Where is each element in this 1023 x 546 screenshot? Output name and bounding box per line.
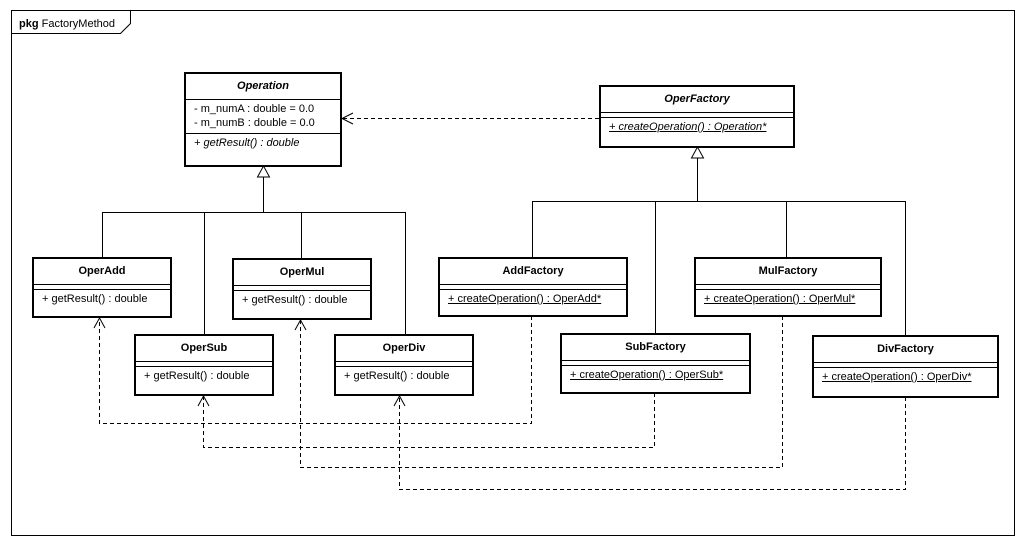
attributes-compartment: - m_numA : double = 0.0 - m_numB : doubl… (186, 99, 340, 133)
attributes-compartment (814, 362, 997, 367)
class-operadd[interactable]: OperAdd + getResult() : double (32, 257, 172, 318)
operations-compartment: + getResult() : double (234, 290, 370, 310)
operations-compartment: + createOperation() : OperMul* (696, 289, 880, 309)
class-operdiv[interactable]: OperDiv + getResult() : double (334, 334, 474, 396)
class-name: SubFactory (625, 341, 686, 353)
attributes-compartment (336, 361, 472, 366)
operation: + createOperation() : OperMul* (704, 293, 856, 305)
operation: + createOperation() : OperDiv* (822, 371, 972, 383)
dependency-mulfactory-to-opermul (294, 316, 783, 468)
package-label: pkg FactoryMethod (19, 17, 115, 31)
attributes-compartment (136, 361, 272, 366)
operation: + createOperation() : OperAdd* (448, 293, 602, 305)
class-opersub[interactable]: OperSub + getResult() : double (134, 334, 274, 396)
class-operfactory[interactable]: OperFactory + createOperation() : Operat… (599, 85, 795, 148)
class-operation[interactable]: Operation - m_numA : double = 0.0 - m_nu… (184, 72, 342, 167)
operations-compartment: + createOperation() : Operation* (601, 117, 793, 137)
class-name: OperFactory (664, 93, 730, 105)
operations-compartment: + createOperation() : OperDiv* (814, 367, 997, 387)
operations-compartment: + getResult() : double (136, 366, 272, 386)
package-keyword: pkg (19, 18, 39, 30)
operation: + getResult() : double (344, 370, 450, 382)
package-frame (11, 10, 1015, 536)
attribute: - m_numA : double = 0.0 (194, 103, 315, 115)
operations-compartment: + getResult() : double (336, 366, 472, 386)
generalization-factory-to-operfactory (532, 158, 906, 336)
operation: + getResult() : double (242, 294, 348, 306)
class-name: OperDiv (382, 342, 426, 354)
operation: + getResult() : double (42, 293, 148, 305)
class-divfactory[interactable]: DivFactory + createOperation() : OperDiv… (812, 335, 999, 398)
generalization-arrowhead-operation (256, 164, 271, 178)
generalization-oper-to-operation (102, 177, 406, 335)
package-name: FactoryMethod (41, 18, 115, 30)
dependency-addfactory-to-operadd (93, 316, 532, 424)
operations-compartment: + getResult() : double (34, 289, 170, 309)
operation: + createOperation() : Operation* (609, 121, 767, 133)
class-name: DivFactory (877, 343, 934, 355)
operations-compartment: + getResult() : double (186, 133, 340, 153)
attributes-compartment (440, 284, 626, 289)
class-subfactory[interactable]: SubFactory + createOperation() : OperSub… (560, 333, 751, 394)
class-name: OperSub (180, 342, 228, 354)
class-name: AddFactory (502, 265, 564, 277)
attributes-compartment (696, 284, 880, 289)
operations-compartment: + createOperation() : OperAdd* (440, 289, 626, 309)
attributes-compartment (234, 285, 370, 290)
operation: + getResult() : double (194, 137, 300, 149)
class-name: OperAdd (78, 265, 126, 277)
operations-compartment: + createOperation() : OperSub* (562, 365, 749, 385)
dependency-operfactory-to-operation (340, 112, 599, 125)
attributes-compartment (601, 112, 793, 117)
dependency-subfactory-to-opersub (197, 393, 655, 448)
generalization-arrowhead-operfactory (690, 145, 705, 159)
operation: + getResult() : double (144, 370, 250, 382)
attribute: - m_numB : double = 0.0 (194, 117, 315, 129)
operation: + createOperation() : OperSub* (570, 369, 724, 381)
class-mulfactory[interactable]: MulFactory + createOperation() : OperMul… (694, 257, 882, 317)
class-addfactory[interactable]: AddFactory + createOperation() : OperAdd… (438, 257, 628, 317)
package-frame-tab (11, 10, 131, 34)
attributes-compartment (562, 360, 749, 365)
dependency-divfactory-to-operdiv (393, 394, 906, 490)
class-name: Operation (237, 80, 289, 92)
class-name: MulFactory (758, 265, 818, 277)
attributes-compartment (34, 284, 170, 289)
class-name: OperMul (279, 266, 325, 278)
class-opermul[interactable]: OperMul + getResult() : double (232, 258, 372, 320)
